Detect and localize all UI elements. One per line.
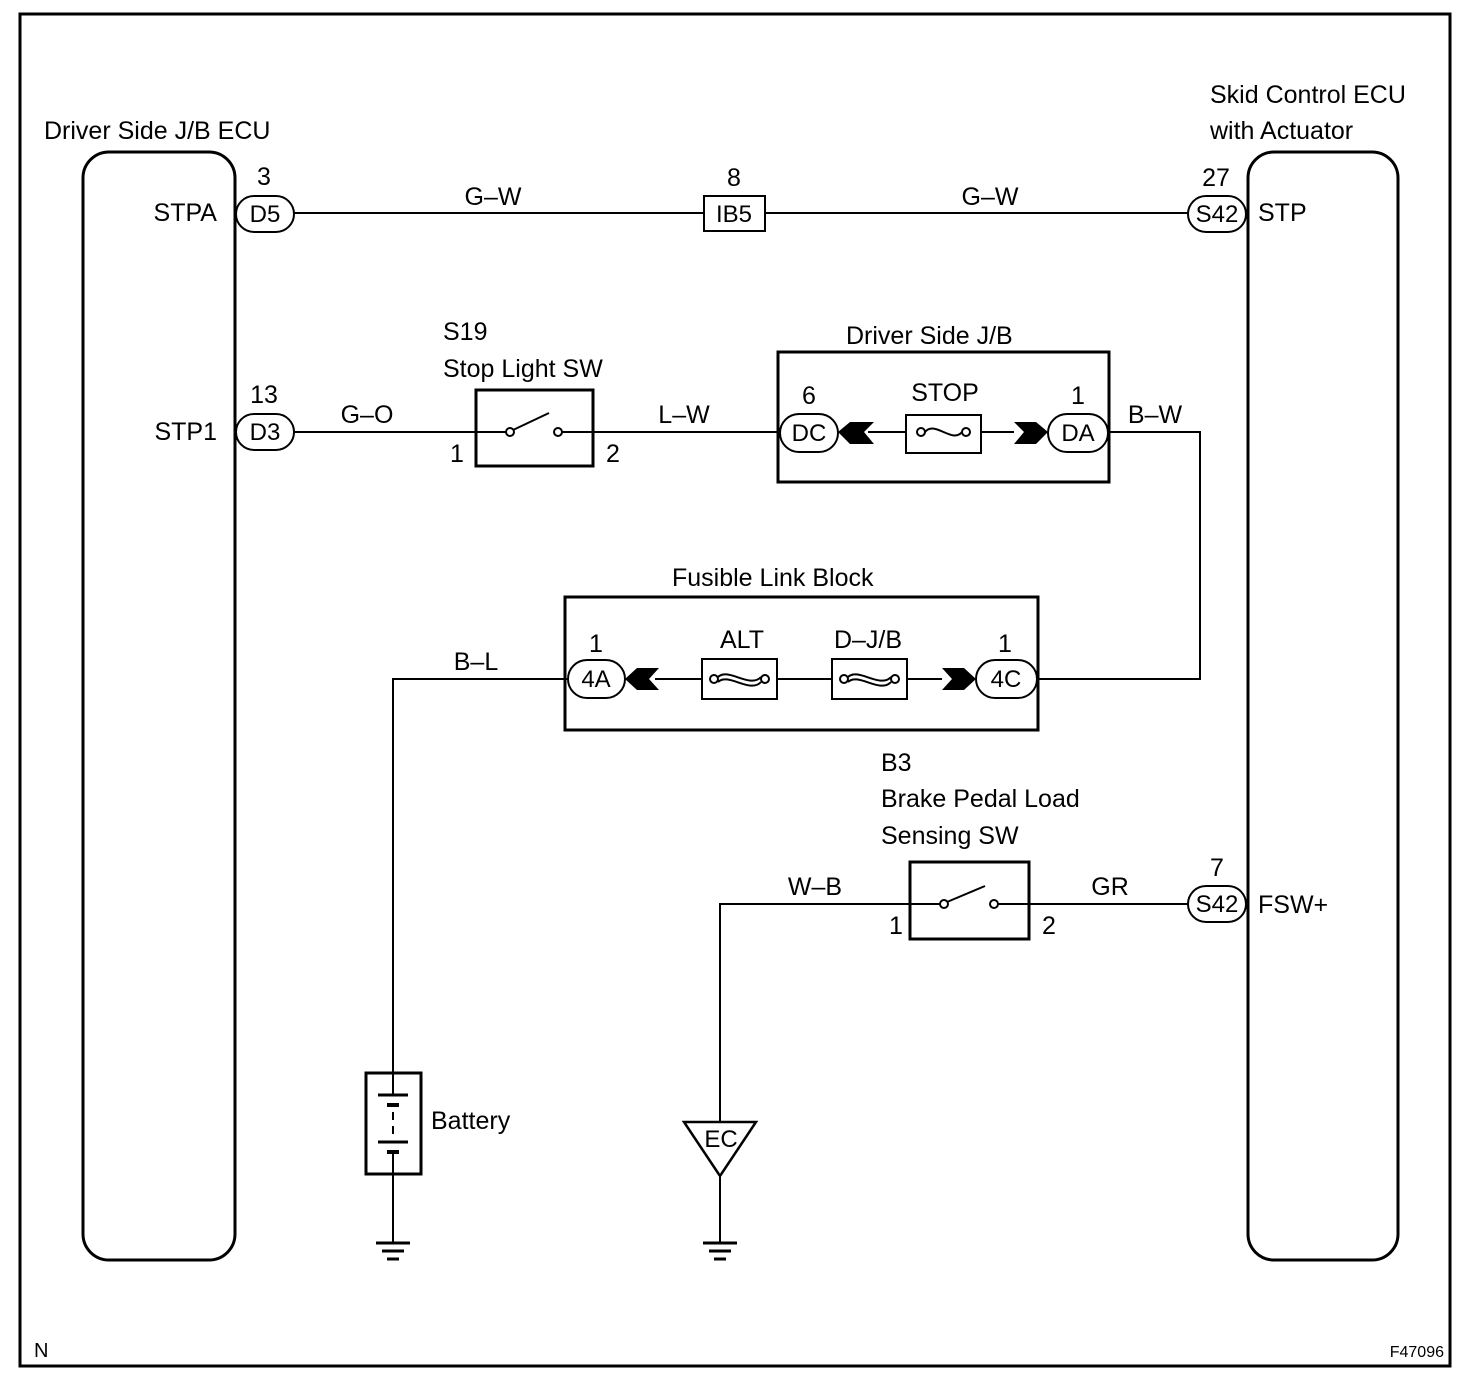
- diagram-frame: [18, 12, 1452, 1368]
- connector-dc: DC: [779, 413, 874, 453]
- terminal-stp: STP: [1258, 199, 1307, 227]
- label-s19-code: S19: [443, 318, 487, 346]
- wire-label-go: G–O: [341, 401, 394, 429]
- driver-side-jb-ecu-body: [81, 150, 237, 1262]
- svg-text:S42: S42: [1196, 201, 1239, 228]
- label-sensing-sw: Sensing SW: [881, 822, 1019, 850]
- fuse-stop: [905, 414, 982, 454]
- label-fusible-link-block: Fusible Link Block: [672, 564, 874, 592]
- svg-text:4A: 4A: [581, 666, 610, 693]
- connector-d5: D5: [235, 195, 295, 233]
- pin-s19-out: 2: [606, 440, 620, 468]
- pin-ib5: 8: [727, 164, 741, 192]
- wire-label-bw: B–W: [1128, 401, 1183, 429]
- label-driver-side-jb-ecu: Driver Side J/B ECU: [44, 117, 270, 145]
- label-driver-side-jb: Driver Side J/B: [846, 322, 1013, 350]
- fuse-djb: [831, 658, 908, 700]
- wire-label-wb: W–B: [788, 873, 842, 901]
- fuse-label-djb: D–J/B: [834, 626, 902, 654]
- connector-4c: 4C: [942, 659, 1038, 699]
- wire-label-gr: GR: [1091, 873, 1129, 901]
- figure-id: F47096: [1390, 1344, 1444, 1361]
- wire-label-gw-right: G–W: [962, 183, 1019, 211]
- pin-dc: 6: [802, 382, 816, 410]
- wire-label-gw-left: G–W: [465, 183, 522, 211]
- battery-symbol: [364, 1071, 423, 1176]
- connector-dc-arrow: [838, 422, 874, 444]
- pin-d3: 13: [250, 381, 278, 409]
- terminal-stp1: STP1: [154, 418, 217, 446]
- svg-text:S42: S42: [1196, 891, 1239, 918]
- pin-b3-out: 2: [1042, 912, 1056, 940]
- svg-text:DC: DC: [792, 420, 827, 447]
- pin-da: 1: [1071, 382, 1085, 410]
- fusible-link-block-box: [563, 595, 1040, 732]
- label-skid-control-ecu-2: with Actuator: [1209, 117, 1353, 145]
- connector-d3: D3: [235, 413, 295, 451]
- connector-s42-bottom: S42: [1187, 885, 1247, 923]
- connector-4a: 4A: [567, 659, 659, 699]
- pin-s19-in: 1: [450, 440, 464, 468]
- stop-light-switch: [474, 388, 595, 468]
- pin-s42-bottom: 7: [1210, 854, 1224, 882]
- connector-da: DA: [1014, 413, 1109, 453]
- brake-pedal-load-switch: [908, 860, 1031, 941]
- fuse-alt: [701, 658, 778, 700]
- fuse-label-alt: ALT: [720, 626, 764, 654]
- ground-symbol-ec: [703, 1241, 737, 1261]
- label-battery: Battery: [431, 1107, 511, 1135]
- wire-bw: [1037, 431, 1201, 680]
- connector-4a-arrow: [625, 668, 659, 690]
- label-skid-control-ecu-1: Skid Control ECU: [1210, 81, 1406, 109]
- wire-wb: [719, 903, 910, 1122]
- svg-text:EC: EC: [704, 1126, 737, 1153]
- wire-label-bl: B–L: [454, 648, 499, 676]
- pin-d5: 3: [257, 163, 271, 191]
- connector-s42-top: S42: [1187, 195, 1247, 233]
- terminal-stpa: STPA: [154, 199, 218, 227]
- svg-text:D5: D5: [250, 201, 281, 228]
- label-b3-code: B3: [881, 749, 912, 777]
- svg-text:4C: 4C: [991, 666, 1022, 693]
- corner-label: N: [34, 1340, 48, 1362]
- label-stop-light-sw: Stop Light SW: [443, 355, 603, 383]
- terminal-fsw: FSW+: [1258, 891, 1328, 919]
- fuse-label-stop: STOP: [911, 379, 979, 407]
- skid-control-ecu-body: [1246, 150, 1400, 1262]
- connector-4c-arrow: [942, 668, 976, 690]
- ground-symbol-battery: [376, 1241, 410, 1261]
- driver-side-jb-box: [776, 350, 1111, 484]
- connector-da-arrow: [1014, 422, 1048, 444]
- wire-bl: [392, 678, 568, 1073]
- wire-label-lw: L–W: [658, 401, 710, 429]
- pin-4c: 1: [998, 630, 1012, 658]
- pin-b3-in: 1: [889, 912, 903, 940]
- ground-point-ec: EC: [681, 1120, 759, 1179]
- pin-4a: 1: [589, 630, 603, 658]
- connector-ib5: IB5: [703, 195, 766, 232]
- label-brake-pedal-load: Brake Pedal Load: [881, 785, 1080, 813]
- svg-text:D3: D3: [250, 419, 281, 446]
- svg-text:DA: DA: [1061, 420, 1094, 447]
- pin-s42-top: 27: [1202, 164, 1230, 192]
- svg-text:IB5: IB5: [716, 201, 752, 228]
